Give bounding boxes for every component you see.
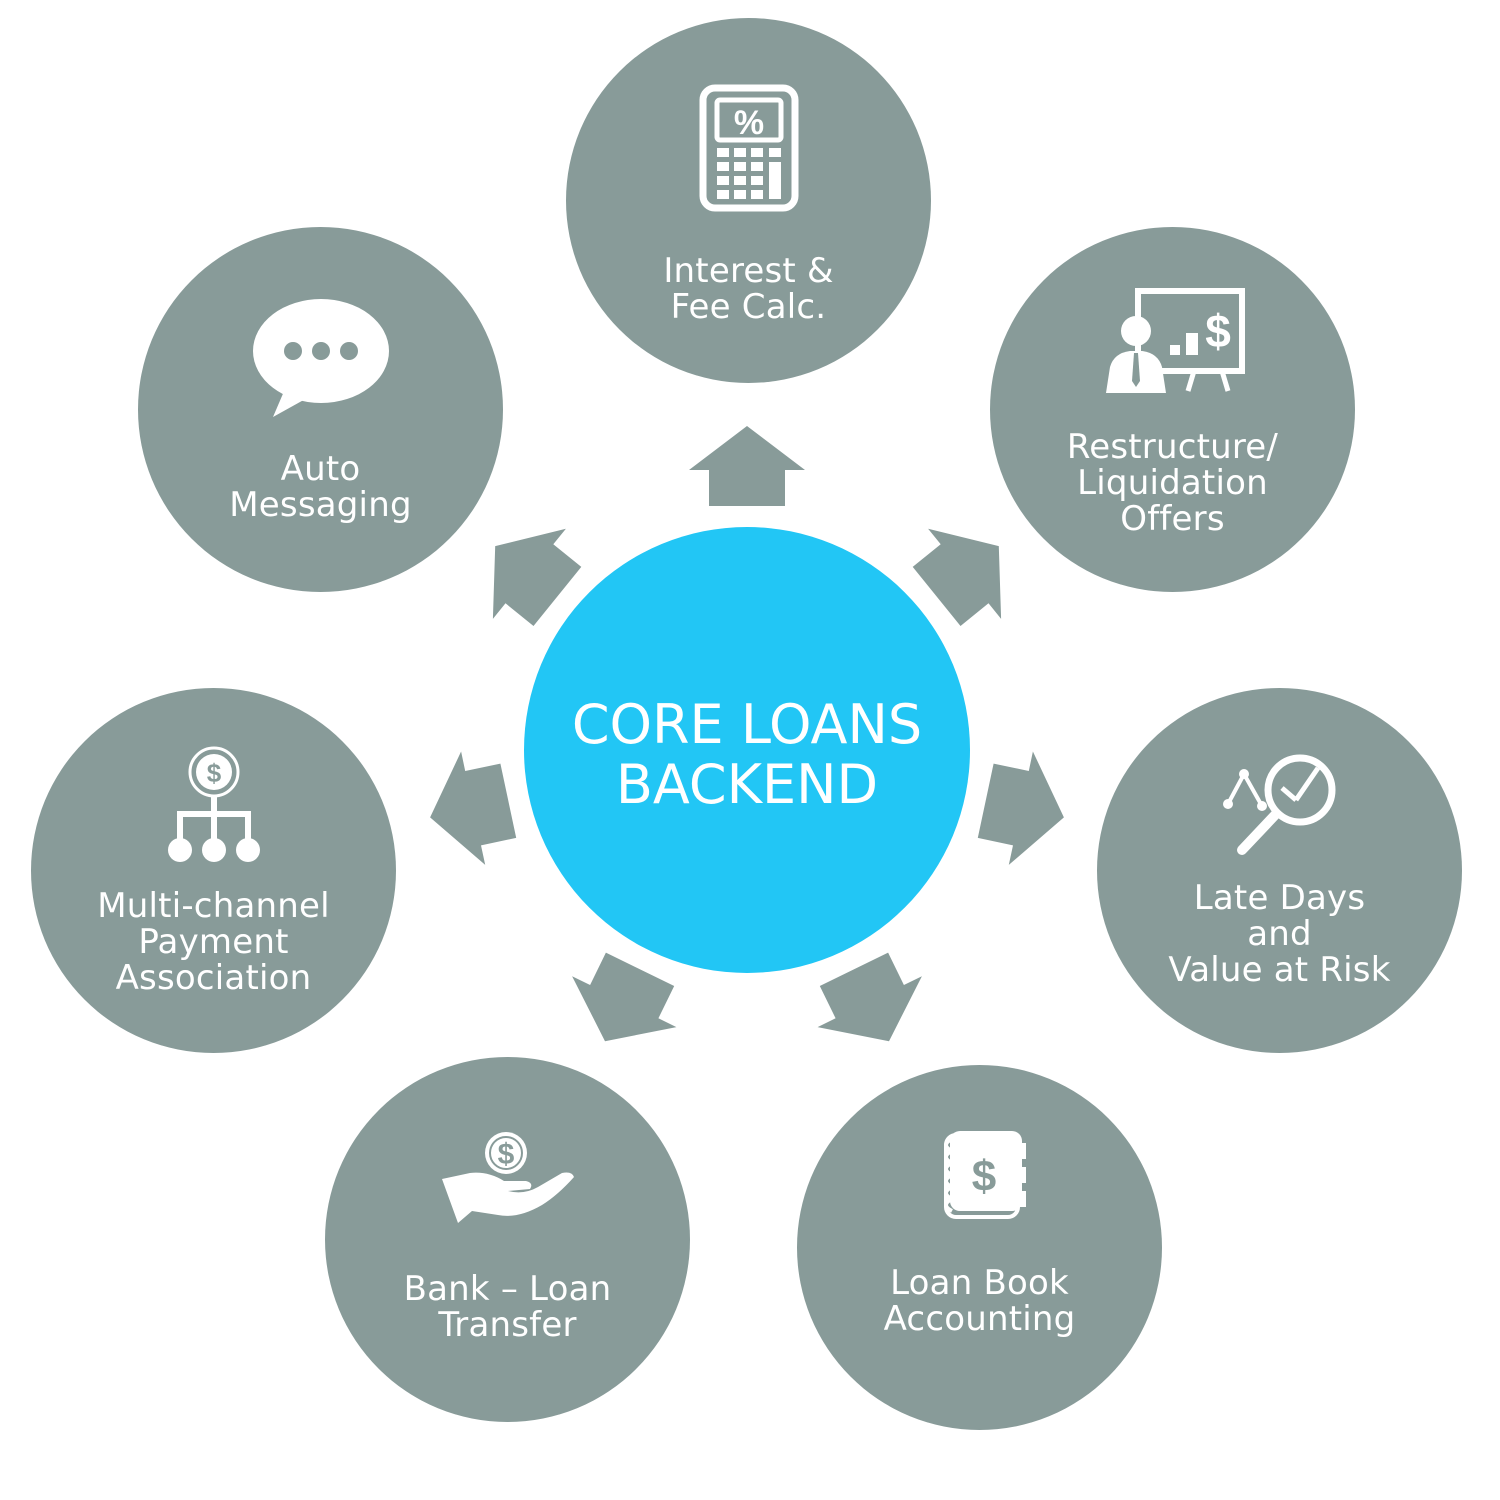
node-label: Interest &Fee Calc. bbox=[663, 251, 834, 327]
dollar-hierarchy-icon: $ bbox=[31, 746, 396, 870]
arrow-to-interest bbox=[689, 426, 805, 506]
magnifier-chart-icon bbox=[1097, 752, 1462, 860]
calculator-percent-icon: % bbox=[566, 84, 931, 216]
svg-text:$: $ bbox=[1205, 305, 1231, 357]
node-interest-fee-calc: % Interest &Fee Calc. bbox=[566, 18, 931, 383]
hand-coin-icon: $ bbox=[325, 1129, 690, 1229]
dollar-notebook-icon: $ bbox=[797, 1129, 1162, 1223]
svg-text:$: $ bbox=[497, 1138, 514, 1171]
arrow-to-late-days bbox=[977, 751, 1064, 865]
speech-bubble-icon bbox=[138, 295, 503, 423]
arrow-to-restructure bbox=[912, 528, 1002, 626]
arrow-to-loan-book bbox=[817, 952, 922, 1042]
svg-text:$: $ bbox=[206, 758, 221, 788]
arrow-to-multi-channel bbox=[430, 751, 517, 865]
presenter-chart-dollar-icon: $ bbox=[990, 285, 1355, 399]
svg-text:$: $ bbox=[971, 1152, 995, 1201]
svg-text:%: % bbox=[733, 104, 763, 142]
arrow-to-auto-messaging bbox=[492, 528, 582, 626]
arrow-to-bank-transfer bbox=[572, 952, 677, 1042]
